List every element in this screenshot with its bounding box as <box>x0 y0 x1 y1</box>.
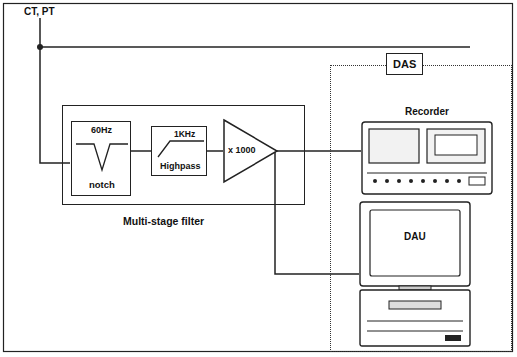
dau-computer: DAU <box>359 201 471 347</box>
junction-dot <box>37 44 43 50</box>
signal-wire <box>207 150 223 152</box>
dau-computer-shape <box>359 201 471 347</box>
highpass-filter: 1KHzHighpass <box>151 126 207 176</box>
recorder: Recorder <box>361 105 493 197</box>
signal-wire <box>131 150 151 152</box>
recorder-shape <box>361 105 493 197</box>
amplifier: x 1000 <box>223 119 278 183</box>
node-text: DAU <box>404 231 426 242</box>
node-text: Highpass <box>160 162 201 172</box>
node-text: DAS <box>386 53 423 75</box>
signal-label: CT, PT <box>22 6 57 17</box>
node-text: notch <box>89 180 115 190</box>
notch-filter: 60Hz notch <box>71 121 131 196</box>
node-text: Multi-stage filter <box>123 216 204 228</box>
signal-wire <box>275 151 359 274</box>
das-group: DASRecorderDAU <box>330 65 512 352</box>
filter-group: Multi-stage filter60Hznotch1KHzHighpassx… <box>62 105 305 205</box>
node-text: 60Hz <box>91 126 112 136</box>
node-text: x 1000 <box>228 146 256 156</box>
ct-pt-wire <box>40 18 70 163</box>
power-line <box>40 46 470 48</box>
node-text: Recorder <box>405 106 449 117</box>
outer-frame <box>4 4 513 352</box>
signal-wire <box>278 150 361 152</box>
node-text: 1KHz <box>174 130 195 139</box>
